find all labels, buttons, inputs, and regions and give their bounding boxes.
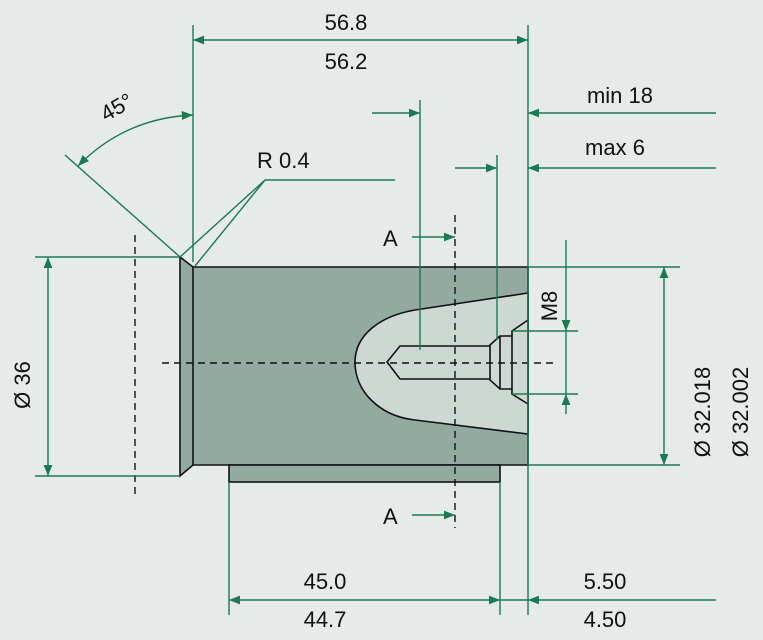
shank-length-min-label: 44.7 <box>304 607 347 632</box>
edge-radius-label: R 0.4 <box>257 148 310 173</box>
end-length-max-label: 5.50 <box>584 569 627 594</box>
thread-depth-label: min 18 <box>587 83 653 108</box>
shank-length-max-label: 45.0 <box>304 569 347 594</box>
dim-diameter-left: Ø 36 <box>10 256 180 477</box>
chamfer-angle-label: 45° <box>96 88 137 126</box>
dim-edge-radius: R 0.4 <box>179 148 395 267</box>
thread-size-label: M8 <box>537 291 562 322</box>
bottom-land <box>228 464 501 483</box>
counterbore-depth-label: max 6 <box>585 135 645 160</box>
dim-overall-length: 56.8 56.2 <box>192 10 529 615</box>
end-length-min-label: 4.50 <box>584 607 627 632</box>
dim-shank-length: 45.0 44.7 <box>228 482 501 632</box>
diameter-right-min-label: Ø 32.002 <box>728 367 753 458</box>
dim-chamfer-angle: 45° <box>64 88 194 258</box>
diameter-right-max-label: Ø 32.018 <box>690 367 715 458</box>
section-marker-top: A <box>383 226 455 251</box>
diameter-left-label: Ø 36 <box>10 361 35 409</box>
dim-counterbore-depth: max 6 <box>455 135 716 340</box>
section-label-bottom: A <box>383 504 398 529</box>
dim-thread-size: M8 <box>512 240 578 414</box>
dim-diameter-right: Ø 32.018 Ø 32.002 <box>528 266 753 466</box>
section-marker-bottom: A <box>383 504 455 529</box>
overall-length-min-label: 56.2 <box>325 49 368 74</box>
overall-length-max-label: 56.8 <box>325 10 368 35</box>
dim-thread-depth: min 18 <box>372 83 716 350</box>
section-label-top: A <box>383 226 398 251</box>
dim-end-length: 5.50 4.50 <box>500 569 716 632</box>
